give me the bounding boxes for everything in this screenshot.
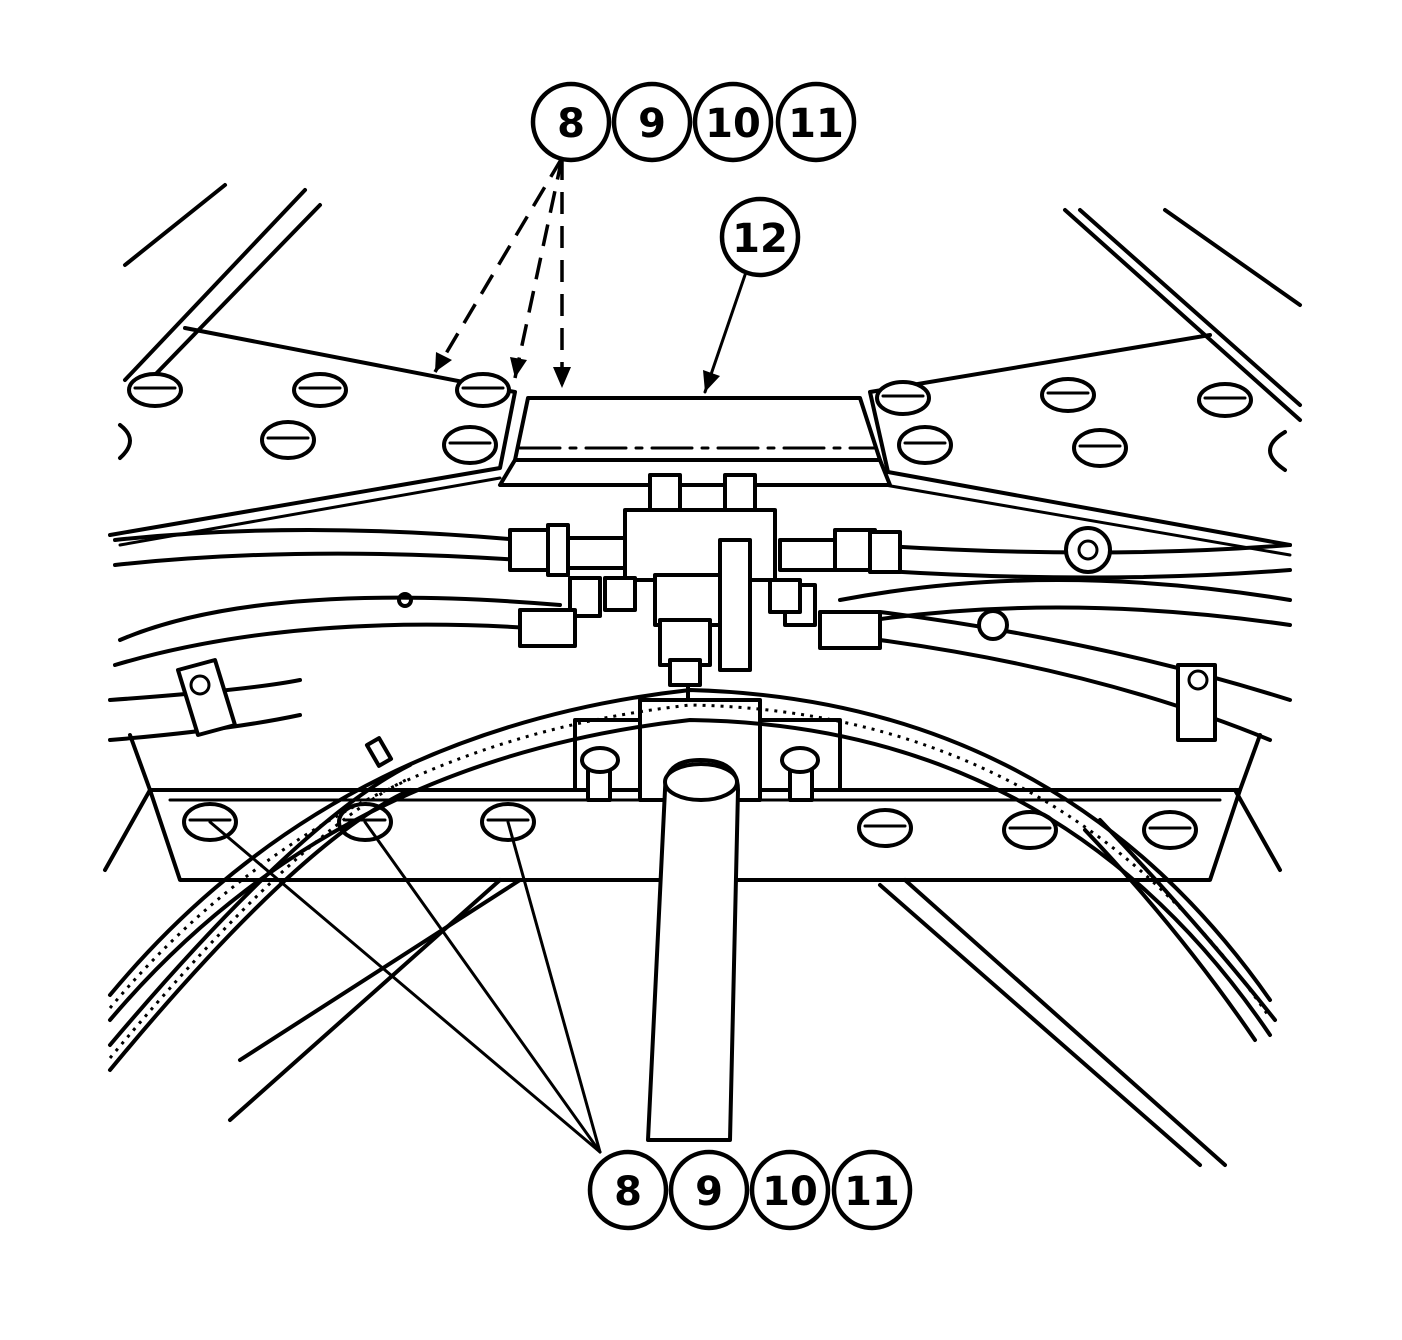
svg-text:9: 9	[638, 101, 666, 147]
leader-lines	[208, 157, 747, 1154]
svg-text:12: 12	[732, 216, 788, 262]
svg-text:8: 8	[557, 101, 585, 147]
svg-text:8: 8	[614, 1169, 642, 1215]
svg-text:11: 11	[844, 1169, 900, 1215]
callout-group-top: 8 9 10 11	[530, 81, 857, 163]
fluid-lines	[108, 526, 1292, 742]
callout-8-bottom: 8	[587, 1149, 669, 1231]
callout-10-top: 10	[692, 81, 774, 163]
callout-10-bottom: 10	[749, 1149, 831, 1231]
callout-12: 12	[719, 196, 801, 278]
svg-text:11: 11	[788, 101, 844, 147]
callout-11-bottom: 11	[831, 1149, 913, 1231]
right-upper-plate	[868, 333, 1292, 557]
frame-lines	[103, 183, 1302, 1167]
wire-harness	[108, 688, 1277, 1072]
bracket-12	[498, 396, 892, 487]
shaft	[646, 758, 740, 1142]
arrowheads	[435, 352, 720, 392]
callout-8-top: 8	[530, 81, 612, 163]
central-valve-assembly	[508, 473, 902, 712]
upper-bolts	[118, 372, 1287, 472]
tube-clamps	[176, 658, 1217, 742]
callout-9-top: 9	[611, 81, 693, 163]
callout-9-bottom: 9	[668, 1149, 750, 1231]
callout-group-bottom: 8 9 10 11	[587, 1149, 913, 1231]
svg-text:9: 9	[695, 1169, 723, 1215]
svg-text:10: 10	[762, 1169, 818, 1215]
svg-text:10: 10	[705, 101, 761, 147]
callout-11-top: 11	[775, 81, 857, 163]
